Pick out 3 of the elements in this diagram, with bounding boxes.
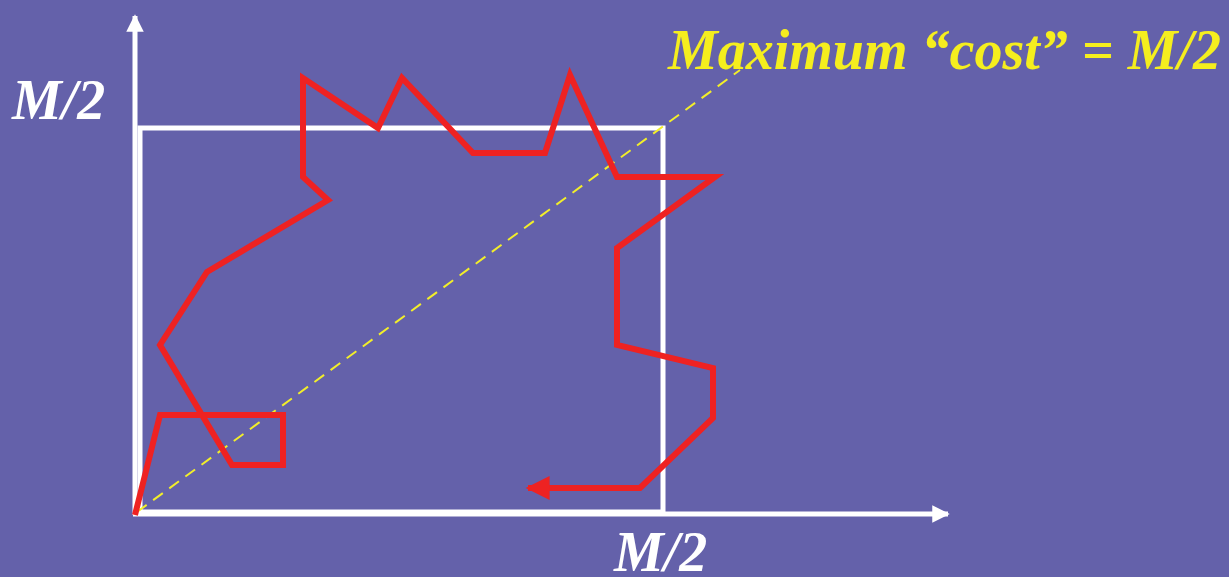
axis-label: M/2	[614, 524, 708, 577]
axis-label: M/2	[12, 72, 106, 128]
formula-label: Maximum “cost” = M/2	[667, 22, 1221, 78]
